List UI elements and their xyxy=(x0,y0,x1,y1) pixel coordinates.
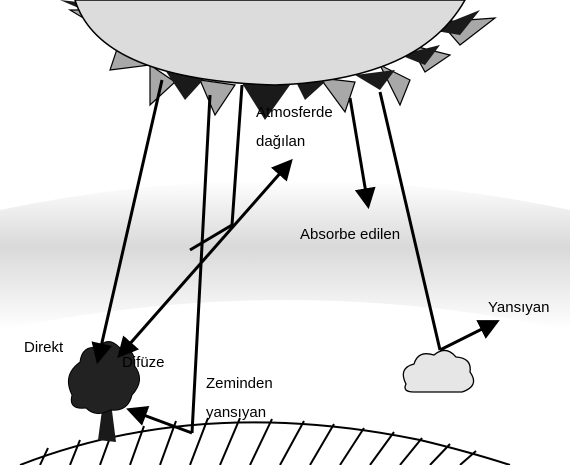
tree-canopy xyxy=(68,342,139,414)
cloud-reflect-arrow xyxy=(440,322,496,350)
label-absorbed: Absorbe edilen xyxy=(300,226,400,243)
sun-body xyxy=(75,0,465,85)
label-reflected: Yansıyan xyxy=(488,299,549,316)
atmosphere-band xyxy=(0,180,570,330)
label-ground-reflected-2: yansıyan xyxy=(206,404,266,421)
label-atmosphere-scattered-2: dağılan xyxy=(256,133,305,150)
label-atmosphere-scattered-1: Atmosferde xyxy=(256,104,333,121)
ground xyxy=(20,418,510,465)
label-ground-reflected-1: Zeminden xyxy=(206,375,273,392)
label-diffuse: Difüze xyxy=(122,354,165,371)
cloud xyxy=(403,350,473,392)
label-direct: Direkt xyxy=(24,339,64,356)
